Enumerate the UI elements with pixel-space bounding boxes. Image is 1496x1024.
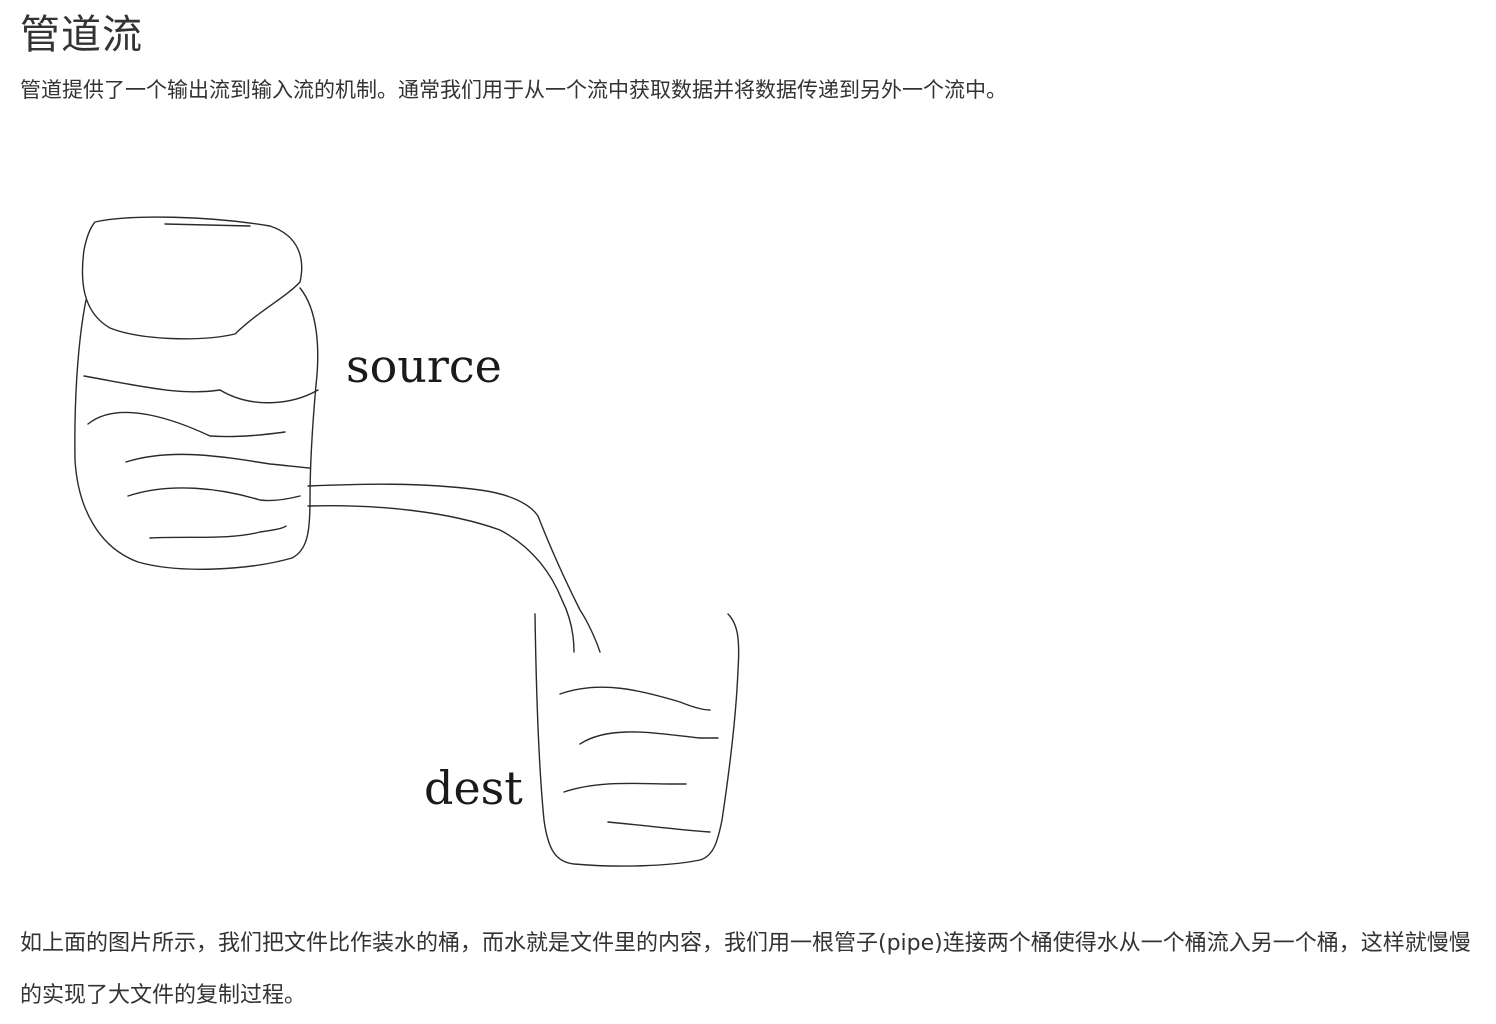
pipe-illustration: source dest xyxy=(60,200,760,890)
section-heading: 管道流 xyxy=(20,12,143,58)
dest-label: dest xyxy=(424,761,523,815)
source-bucket xyxy=(74,216,319,570)
pipe-sketch: source dest xyxy=(74,216,740,867)
dest-bucket xyxy=(534,613,740,867)
outro-paragraph: 如上面的图片所示，我们把文件比作装水的桶，而水就是文件里的内容，我们用一根管子(… xyxy=(20,931,1471,1008)
intro-paragraph: 管道提供了一个输出流到输入流的机制。通常我们用于从一个流中获取数据并将数据传递到… xyxy=(20,78,1007,102)
source-label: source xyxy=(346,339,502,393)
pipe xyxy=(307,483,601,653)
